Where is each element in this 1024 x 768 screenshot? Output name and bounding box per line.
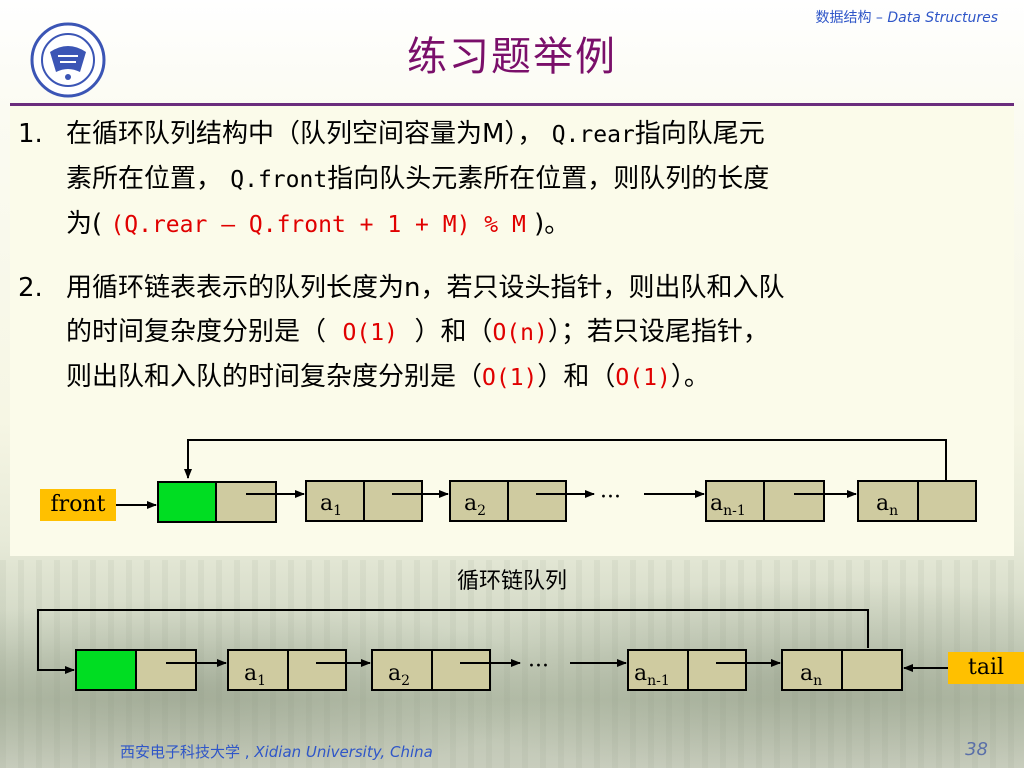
course-header: 数据结构 – Data Structures: [815, 7, 998, 27]
diagram-front: a1 a2 ··· an-1 an: [116, 439, 977, 523]
diagram-caption: 循环链队列: [456, 569, 567, 594]
ellipsis-2: ···: [528, 654, 549, 679]
node-a2-next-2: [431, 649, 491, 691]
node-an-data-2: [781, 649, 843, 691]
node-an-1-next-2: [687, 649, 747, 691]
title-divider: [10, 103, 1014, 106]
q1-line3b: )。: [525, 209, 571, 239]
node-a1-next: [363, 480, 423, 522]
node-an-1-data: [705, 480, 765, 522]
question-text: 用循环链表表示的队列长度为n，若只设头指针，则出队和入队 的时间复杂度分别是（ …: [66, 266, 1008, 400]
head-node-next-2: [135, 649, 197, 691]
q2-line3c: ）。: [670, 362, 710, 392]
node-an-1-next: [763, 480, 825, 522]
question-1: 1. 在循环队列结构中（队列空间容量为M）， Q.rear指向队尾元 素所在位置…: [18, 112, 1008, 247]
q1-code-front: Q.front: [230, 167, 328, 193]
head-node-next: [215, 481, 277, 523]
course-name-cn: 数据结构: [815, 10, 872, 26]
node-a1-next-2: [287, 649, 347, 691]
q1-line3a: 为(: [66, 209, 111, 239]
node-an-label-2: an: [800, 661, 822, 689]
question-2: 2. 用循环链表表示的队列长度为n，若只设头指针，则出队和入队 的时间复杂度分别…: [18, 266, 1008, 400]
head-node-data-2: [75, 649, 137, 691]
q2-line3b: ）和（: [537, 362, 616, 392]
node-a1-label: a1: [320, 491, 342, 519]
q2-line2a: 的时间复杂度分别是（: [66, 317, 343, 347]
question-number: 2.: [18, 273, 43, 303]
node-an-1-label-2: an-1: [634, 661, 670, 689]
footer-school: 西安电子科技大学 , Xidian University, China: [120, 741, 433, 762]
q2-line1: 用循环链表表示的队列长度为n，若只设头指针，则出队和入队: [66, 273, 785, 303]
q2-line2b: ）和（: [397, 317, 493, 347]
tail-pointer-label: tail: [948, 652, 1024, 684]
ellipsis: ···: [600, 485, 621, 510]
question-number: 1.: [18, 119, 43, 149]
q2-answer-3: O(1): [482, 365, 538, 391]
q1-line2a: 素所在位置，: [66, 164, 231, 194]
page-number: 38: [965, 739, 988, 760]
head-node-data: [157, 481, 217, 523]
node-a2-label: a2: [464, 491, 486, 519]
q1-code-rear: Q.rear: [551, 122, 635, 148]
circular-link-2: [37, 609, 869, 674]
node-a1-data: [305, 480, 365, 522]
q1-answer: (Q.rear – Q.front + 1 + M) % M: [110, 212, 526, 238]
node-an-next-2: [841, 649, 903, 691]
node-a2-label-2: a2: [388, 661, 410, 689]
node-an-next: [917, 480, 977, 522]
circular-link-1: [184, 439, 947, 482]
slide-title: 练习题举例: [407, 34, 617, 80]
course-name-en: Data Structures: [887, 10, 998, 26]
diagram-tail: a1 a2 ··· an-1 an: [37, 609, 948, 691]
node-a2-data: [449, 480, 509, 522]
course-separator: –: [871, 10, 888, 26]
node-a2-next: [507, 480, 567, 522]
node-an-label: an: [876, 491, 898, 519]
node-an-1-label: an-1: [710, 491, 746, 519]
school-name-cn: 西安电子科技大学: [120, 743, 241, 761]
node-a1-label-2: a1: [244, 661, 266, 689]
q2-line2c: ）；若只设尾指针，: [547, 317, 769, 347]
q1-line1: 在循环队列结构中（队列空间容量为M），: [66, 119, 552, 149]
q2-answer-1: O(1): [342, 320, 398, 346]
school-name-en: Xidian University, China: [254, 743, 433, 761]
q1-line2b: 指向队头元素所在位置，则队列的长度: [327, 164, 770, 194]
university-logo-icon: [30, 22, 106, 98]
q2-answer-2: O(n): [492, 320, 548, 346]
question-text: 在循环队列结构中（队列空间容量为M）， Q.rear指向队尾元 素所在位置， Q…: [66, 112, 1008, 247]
front-pointer-label: front: [40, 489, 116, 521]
q2-line3a: 则出队和入队的时间复杂度分别是（: [66, 362, 483, 392]
q2-answer-4: O(1): [615, 365, 671, 391]
school-separator: ,: [240, 743, 255, 761]
q1-line1b: 指向队尾元: [634, 119, 765, 149]
